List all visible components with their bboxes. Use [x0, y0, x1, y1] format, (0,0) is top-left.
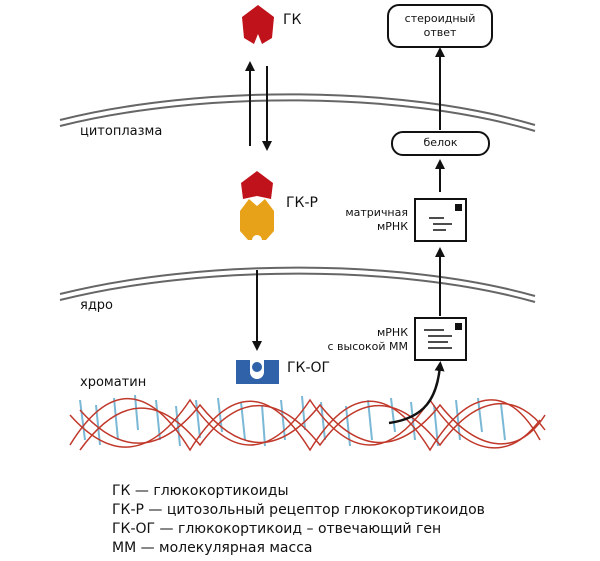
legend-item: ГК-Р — цитозольный рецептор глюкокортико… — [112, 502, 485, 518]
legend-item: ММ — молекулярная масса — [112, 540, 313, 556]
steroid-response-line2: ответ — [423, 26, 457, 39]
label-cytoplasm: цитоплазма — [80, 124, 163, 139]
label-gk-r: ГК-Р — [286, 195, 318, 211]
label-high-mw-mrna-line1: мРНК — [376, 326, 408, 339]
high-mw-mrna-doc-icon — [414, 317, 467, 361]
label-matrix-mrna: матричная мРНК — [330, 206, 408, 234]
label-matrix-mrna-line2: мРНК — [376, 220, 408, 233]
legend: ГК — глюкокортикоиды ГК-Р — цитозольный … — [112, 482, 485, 558]
protein-box: белок — [391, 131, 490, 156]
chromatin-dna — [69, 394, 546, 452]
label-nucleus: ядро — [80, 298, 114, 313]
label-gk-og: ГК-ОГ — [287, 360, 331, 376]
legend-item: ГК — глюкокортикоиды — [112, 483, 289, 499]
gk-og-gene-shape — [236, 360, 279, 384]
label-chromatin: хроматин — [80, 375, 147, 390]
label-matrix-mrna-line1: матричная — [345, 206, 408, 219]
matrix-mrna-doc-icon — [414, 198, 467, 242]
gk-hormone-shape — [242, 5, 274, 44]
label-high-mw-mrna: мРНК с высокой ММ — [318, 326, 409, 354]
arrow-dna-to-mrna — [388, 361, 445, 425]
label-gk: ГК — [283, 12, 302, 28]
protein-label: белок — [423, 136, 458, 149]
cell-membrane — [59, 93, 536, 132]
steroid-response-line1: стероидный — [404, 12, 476, 25]
nuclear-membrane — [59, 266, 536, 303]
label-high-mw-mrna-line2: с высокой ММ — [327, 340, 409, 353]
gk-receptor-complex-shape — [240, 171, 274, 240]
legend-item: ГК-ОГ — глюкокортикоид – отвечающий ген — [112, 521, 442, 537]
steroid-response-box: стероидный ответ — [387, 4, 493, 48]
